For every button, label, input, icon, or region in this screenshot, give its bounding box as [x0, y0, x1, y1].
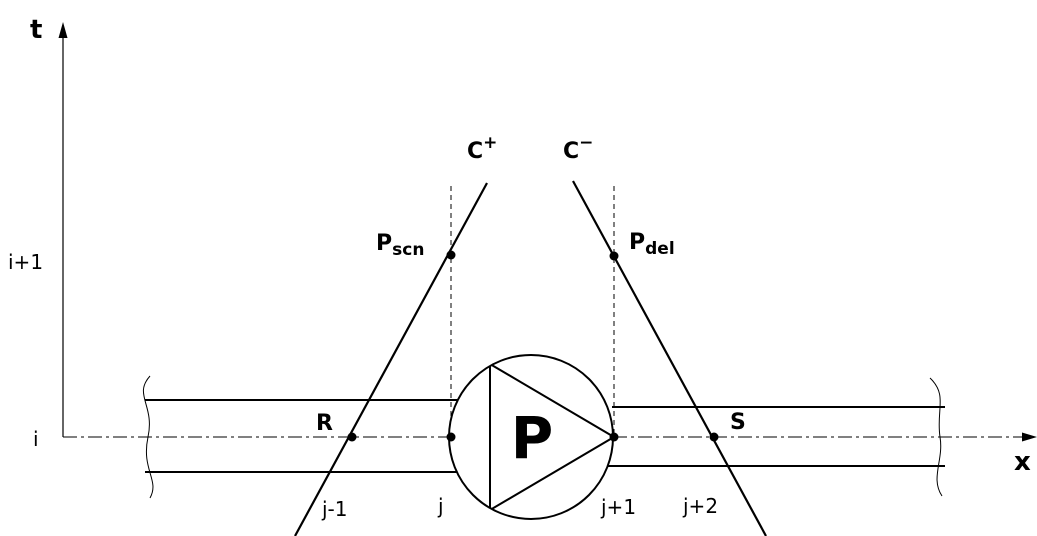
x-axis-label: x	[1014, 447, 1031, 477]
c-minus-characteristic	[572, 180, 767, 536]
point-S-label: S	[730, 410, 746, 435]
node-p-del-dot	[609, 251, 619, 261]
x-tick-label: j-1	[321, 497, 348, 521]
x-tick-label: j+1	[600, 495, 636, 519]
t-axis-label: t	[30, 15, 42, 45]
c-plus-characteristic	[294, 182, 488, 536]
c-plus-label: C+	[467, 133, 497, 164]
node-j1-dot	[609, 432, 619, 442]
p-scn-label: Pscn	[376, 231, 424, 260]
x-axis-arrow-icon	[1022, 432, 1037, 442]
node-S-dot	[709, 432, 719, 442]
pump-label: P	[511, 404, 554, 472]
node-j-dot	[446, 432, 456, 442]
x-tick-label: j	[437, 494, 444, 518]
t-axis-arrow-icon	[58, 22, 68, 38]
left-pipe	[142, 375, 458, 499]
t-tick-label: i	[33, 427, 39, 451]
x-tick-label: j+2	[682, 494, 718, 518]
pump-triangle-icon	[489, 362, 613, 512]
t-axis	[58, 22, 68, 437]
node-p-scn-dot	[446, 250, 456, 260]
t-tick-label: i+1	[8, 250, 43, 274]
right-pipe	[608, 377, 945, 497]
pump: P	[448, 354, 614, 520]
point-R-label: R	[316, 411, 333, 436]
c-minus-label: C−	[563, 133, 593, 164]
p-del-label: Pdel	[629, 230, 675, 259]
node-R-dot	[347, 432, 357, 442]
